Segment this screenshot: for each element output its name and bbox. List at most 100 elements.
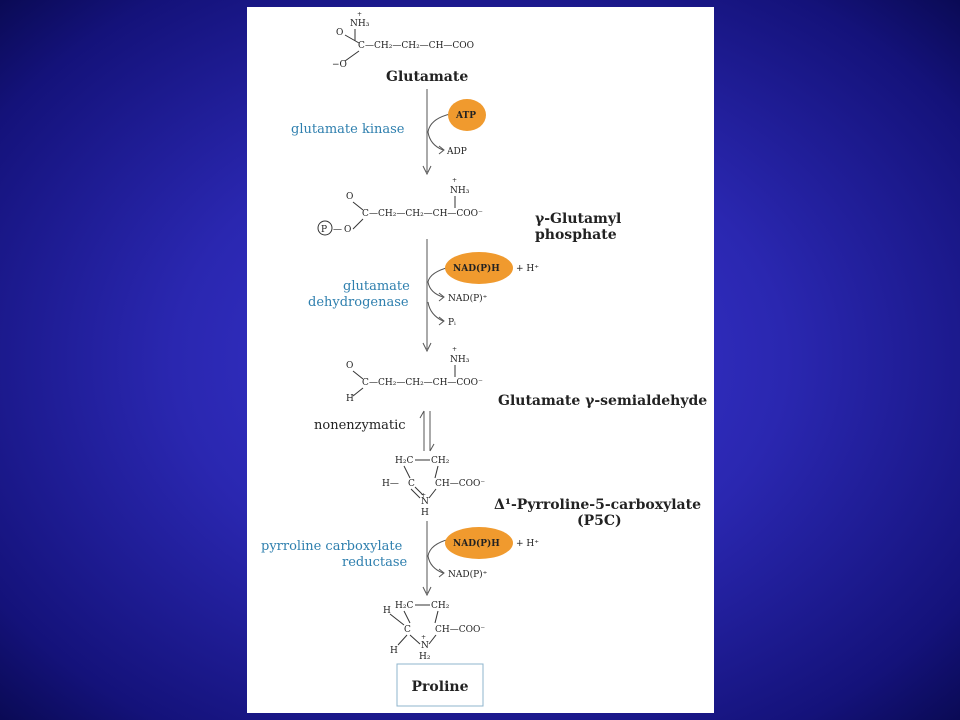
plus-sign: +	[421, 492, 426, 499]
p5c-abbrev-label: (P5C)	[577, 513, 622, 529]
carboxylate-oxygen: −O	[332, 60, 347, 70]
ring-hydrogen: H—	[382, 479, 399, 489]
ring-hydrogen: H	[390, 646, 398, 656]
glutamate-dehydrogenase-label: dehydrogenase	[308, 295, 409, 310]
phosphate-out-label: Pᵢ	[448, 318, 456, 328]
proton-label: + H⁺	[516, 539, 539, 549]
phosphate-symbol	[317, 220, 333, 236]
nadph-label: NAD(P)H	[453, 538, 500, 549]
plus-sign: +	[357, 11, 362, 18]
nadph-label: NAD(P)H	[453, 263, 500, 274]
glutamyl-phosphate-structure: + NH₃ O C —CH₂—CH₂—CH—COO⁻ P — O γ-Gluta…	[317, 177, 621, 243]
proline-structure: H₂C CH₂ H C CH—COO⁻ H + N H₂ Proline	[383, 601, 485, 707]
proton-label: + H⁺	[516, 264, 539, 274]
ring-carbon: C	[408, 479, 415, 489]
bond	[352, 201, 364, 211]
cofactor-curve	[427, 266, 451, 298]
carbon-atom: C	[362, 378, 369, 388]
pyrroline-reductase-label: reductase	[342, 555, 408, 570]
proline-label: Proline	[412, 679, 469, 695]
p5c-structure: H₂C CH₂ H— C CH—COO⁻ + N H Δ¹-Pyrroline-…	[382, 456, 701, 529]
plus-sign: +	[452, 346, 457, 353]
ring-carbon: C	[404, 625, 411, 635]
glutamyl-phosphate-label: γ-Glutamyl	[535, 211, 621, 227]
cofactor-curve	[427, 538, 451, 574]
arrowhead	[419, 410, 425, 419]
bond	[344, 50, 360, 62]
bond	[410, 488, 421, 499]
carbon-atom: C	[358, 41, 365, 51]
ring-carbon: CH₂	[431, 601, 450, 611]
bond	[352, 218, 364, 230]
arrowhead	[438, 568, 445, 578]
nadp-label: NAD(P)⁺	[448, 569, 488, 580]
arrowhead	[429, 443, 435, 452]
ring-carbon: H₂C	[395, 601, 413, 611]
amine-group: NH₃	[450, 355, 470, 365]
ring-hydrogen: H₂	[419, 652, 431, 662]
pyrroline-reductase-label: pyrroline carboxylate	[261, 539, 403, 554]
pathway-figure: + NH₃ O C —CH₂—CH₂—CH—COO −O Glutamate g…	[247, 7, 714, 713]
glutamyl-phosphate-label: phosphate	[535, 227, 617, 243]
oxygen-atom: O	[346, 361, 353, 371]
glutamate-kinase-label: glutamate kinase	[291, 122, 405, 137]
bond	[428, 634, 437, 645]
ring-nitrogen: N	[421, 641, 429, 651]
bond	[344, 34, 360, 44]
p5c-label: Δ¹-Pyrroline-5-carboxylate	[494, 497, 701, 513]
nonenzymatic-label: nonenzymatic	[314, 418, 406, 433]
oxygen-atom: O	[344, 225, 351, 235]
ring-carbon: H₂C	[395, 456, 413, 466]
bond: —	[333, 225, 342, 235]
proline-box	[396, 663, 484, 707]
bond	[389, 613, 405, 626]
bond	[352, 387, 364, 397]
carboxylate-group: CH—COO⁻	[435, 479, 485, 489]
ring-hydrogen: H	[383, 606, 391, 616]
cofactor-curve	[427, 113, 451, 151]
ring-carbon: CH₂	[431, 456, 450, 466]
semialdehyde-label: Glutamate γ-semialdehyde	[498, 393, 707, 409]
oxygen-atom: O	[346, 192, 353, 202]
bond	[409, 634, 421, 645]
adp-label: ADP	[446, 147, 467, 157]
cofactor-curve	[427, 301, 444, 322]
amine-group: NH₃	[450, 186, 470, 196]
bond	[428, 488, 437, 499]
atp-cofactor-badge	[448, 99, 486, 131]
proline-biosynthesis-diagram: + NH₃ O C —CH₂—CH₂—CH—COO −O Glutamate g…	[261, 11, 707, 707]
arrowhead	[438, 145, 445, 155]
bond	[434, 465, 439, 479]
hydrogen-atom: H	[346, 394, 354, 404]
nadp-label: NAD(P)⁺	[448, 293, 488, 304]
carbon-chain: —CH₂—CH₂—CH—COO	[365, 41, 474, 51]
bond	[403, 610, 411, 624]
arrowhead	[422, 586, 432, 597]
plus-sign: +	[452, 177, 457, 184]
bond	[397, 634, 408, 646]
atp-label: ATP	[455, 111, 476, 121]
arrowhead	[438, 292, 445, 302]
ring-hydrogen: H	[421, 508, 429, 518]
carboxylate-group: CH—COO⁻	[435, 625, 485, 635]
plus-sign: +	[421, 634, 426, 641]
carbon-atom: C	[362, 209, 369, 219]
nadph-cofactor-badge	[445, 527, 513, 559]
bond	[403, 465, 411, 479]
arrowhead	[422, 342, 432, 353]
glutamate-label: Glutamate	[386, 69, 468, 85]
bond	[434, 610, 439, 624]
semialdehyde-structure: + NH₃ O C —CH₂—CH₂—CH—COO⁻ H Glutamate γ…	[346, 346, 707, 409]
phosphate-letter: P	[321, 225, 327, 235]
glutamate-structure: + NH₃ O C —CH₂—CH₂—CH—COO −O Glutamate	[332, 11, 474, 85]
arrowhead	[422, 165, 432, 176]
nadph-cofactor-badge	[445, 252, 513, 284]
ring-nitrogen: N	[421, 497, 429, 507]
bond	[352, 370, 364, 380]
double-bond	[414, 486, 424, 496]
carbon-chain: —CH₂—CH₂—CH—COO⁻	[369, 209, 483, 219]
arrowhead	[438, 316, 445, 326]
glutamate-dehydrogenase-label: glutamate	[343, 279, 410, 294]
amine-group: NH₃	[350, 19, 370, 29]
